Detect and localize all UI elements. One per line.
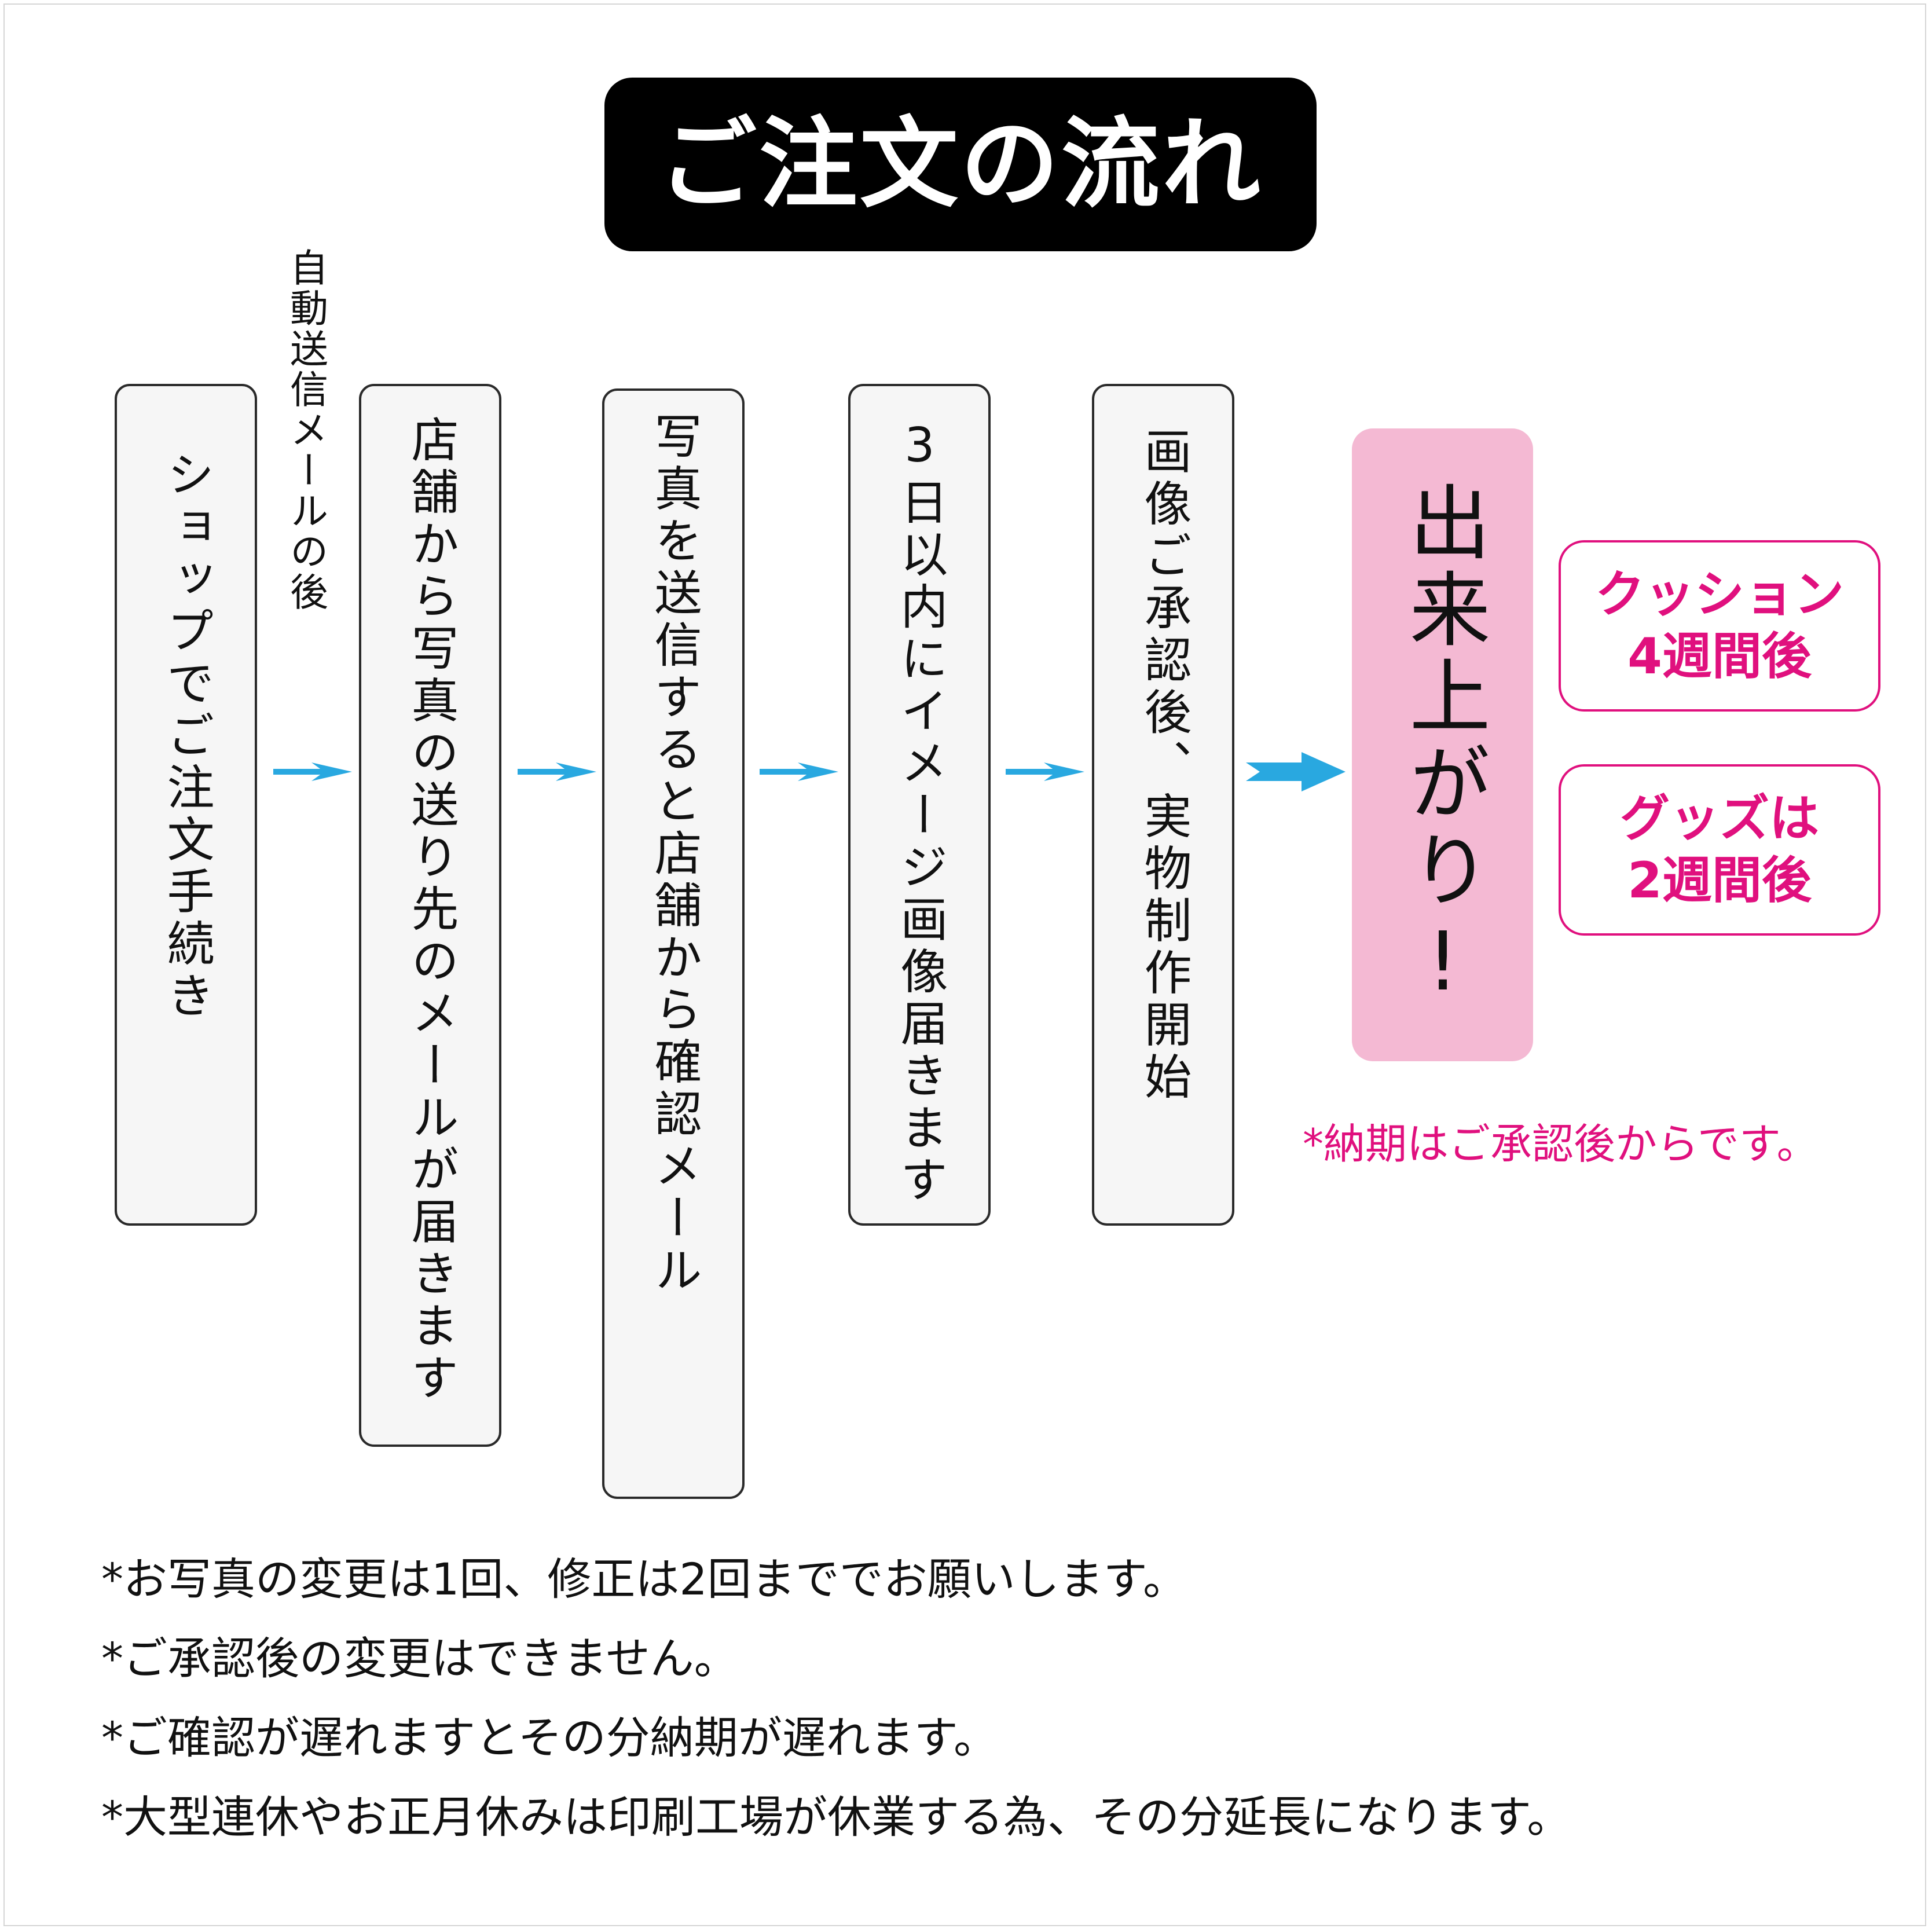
note-item: *ご承認後の変更はできません。 (101, 1633, 738, 1684)
step-5-box: 画像ご承認後、実物制作開始 (1092, 384, 1234, 1226)
step-1-box: ショップでご注文手続き (115, 384, 257, 1226)
arrow-right-icon (1246, 752, 1346, 791)
arrow-right-icon (273, 762, 352, 781)
step-4-box: 3日以内にイメージ画像届きます (848, 384, 991, 1226)
step-2-box: 店舗から写真の送り先のメールが届きます (359, 384, 501, 1447)
period-goods-weeks: 2週間後 (1627, 852, 1812, 910)
period-cushion-label: クッション (1595, 565, 1844, 624)
note-item: *大型連休やお正月休みは印刷工場が休業する為、その分延長になります。 (101, 1791, 1571, 1843)
notes-list: *お写真の変更は1回、修正は2回まででお願いします。 *ご承認後の変更はできませ… (101, 1557, 1867, 1875)
step-5-text: 画像ご承認後、実物制作開始 (1136, 427, 1191, 1104)
step-3-box: 写真を送信すると店舗から確認メール (602, 388, 745, 1499)
page-title-banner: ご注文の流れ (604, 78, 1317, 251)
note-item: *お写真の変更は1回、修正は2回まででお願いします。 (101, 1553, 1187, 1605)
note-item: *ご確認が遅れますとその分納期が遅れます。 (101, 1712, 998, 1764)
auto-mail-note: 自動送信メールの後 (284, 248, 328, 613)
step-1-text: ショップでご注文手続き (159, 450, 214, 1023)
page-frame (3, 3, 1926, 1926)
period-goods-label: グッズは (1620, 789, 1819, 848)
page-title: ご注文の流れ (658, 107, 1263, 222)
finished-box: 出来上がり! (1352, 428, 1533, 1061)
period-cushion-weeks: 4週間後 (1627, 628, 1812, 685)
step-4-text: 3日以内にイメージ画像届きます (892, 418, 947, 1207)
delivery-note: *納期はご承認後からです。 (1303, 1120, 1819, 1168)
arrow-right-icon (1006, 762, 1084, 781)
arrow-right-icon (760, 762, 838, 781)
arrow-right-icon (518, 762, 596, 781)
step-2-text: 店舗から写真の送り先のメールが届きます (403, 415, 458, 1405)
step-3-text: 写真を送信すると店舗から確認メール (646, 412, 701, 1297)
finished-text: 出来上がり! (1395, 481, 1490, 1015)
period-cushion-box: クッション 4週間後 (1559, 540, 1880, 712)
period-goods-box: グッズは 2週間後 (1559, 764, 1880, 936)
